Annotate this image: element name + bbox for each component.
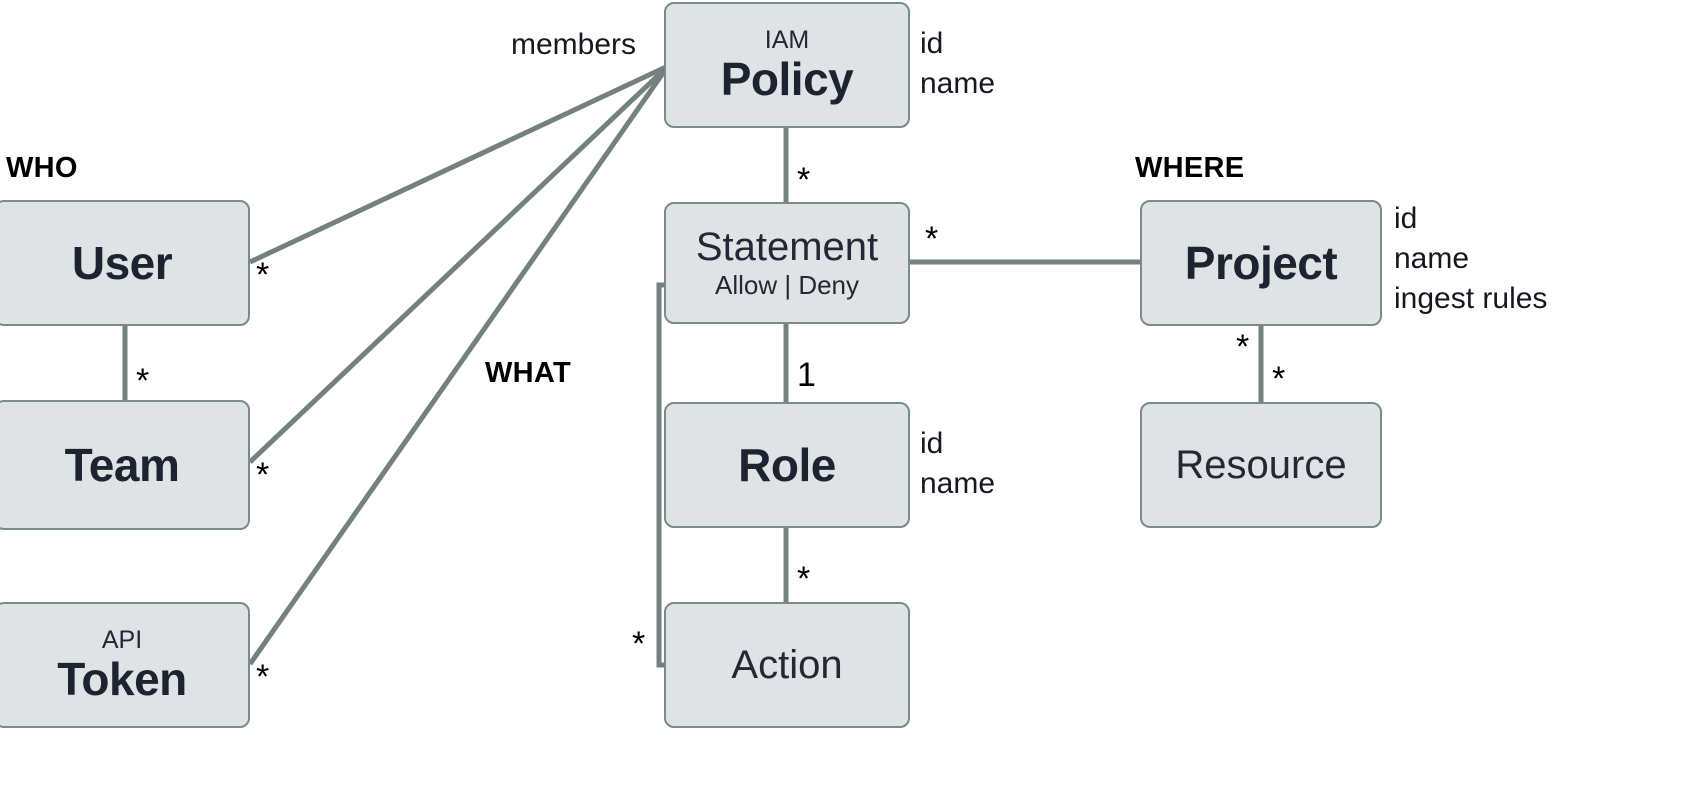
node-role[interactable]: Role	[664, 402, 910, 528]
multiplicity-user-policy: *	[256, 256, 270, 294]
node-action-title: Action	[731, 643, 843, 687]
attrs-role-1: name	[920, 467, 996, 501]
multiplicity-statement-action: *	[632, 625, 646, 663]
attrs-project-2: ingest rules	[1394, 282, 1548, 316]
attrs-project-1: name	[1394, 242, 1470, 276]
attrs-role-0: id	[920, 427, 944, 460]
attrs-project: id name ingest rules	[1394, 199, 1547, 320]
edge-user-policy	[248, 63, 670, 265]
edge-team-policy	[248, 64, 670, 464]
multiplicity-statement-project: *	[925, 220, 939, 258]
multiplicity-user-team: *	[136, 362, 150, 400]
node-statement[interactable]: Statement Allow | Deny	[664, 202, 910, 324]
multiplicity-role-action: *	[797, 560, 811, 598]
group-label-where: WHERE	[1135, 152, 1245, 184]
node-statement-title: Statement	[695, 225, 879, 270]
node-user-title: User	[71, 236, 173, 289]
node-role-title: Role	[738, 438, 836, 491]
node-resource[interactable]: Resource	[1140, 402, 1382, 528]
node-statement-subtitle: Allow | Deny	[714, 270, 860, 301]
attrs-project-0: id	[1394, 202, 1418, 235]
node-team[interactable]: Team	[0, 400, 250, 530]
attrs-policy: id name	[920, 24, 995, 104]
attrs-policy-1: name	[920, 67, 996, 101]
node-project[interactable]: Project	[1140, 200, 1382, 326]
node-iam-policy[interactable]: IAM Policy	[664, 2, 910, 128]
multiplicity-project-resource-bottom: *	[1272, 360, 1286, 398]
multiplicity-token-policy: *	[256, 658, 270, 696]
node-user[interactable]: User	[0, 200, 250, 326]
attrs-policy-0: id	[920, 27, 944, 60]
node-action[interactable]: Action	[664, 602, 910, 728]
node-api-token-title: Token	[57, 652, 187, 705]
node-iam-policy-subtitle: IAM	[764, 25, 810, 54]
node-api-token-subtitle: API	[101, 625, 143, 654]
multiplicity-project-resource-top: *	[1236, 328, 1250, 366]
node-iam-policy-title: Policy	[720, 52, 854, 105]
multiplicity-policy-statement: *	[797, 161, 811, 199]
edge-token-policy	[247, 64, 671, 666]
attrs-role: id name	[920, 424, 995, 504]
multiplicity-team-policy: *	[256, 456, 270, 494]
node-project-title: Project	[1184, 236, 1338, 289]
node-resource-title: Resource	[1175, 443, 1347, 487]
edge-label-members: members	[511, 28, 637, 61]
group-label-who: WHO	[6, 152, 78, 184]
node-team-title: Team	[64, 438, 180, 491]
group-label-what: WHAT	[485, 357, 572, 389]
multiplicity-statement-role: 1	[797, 356, 816, 394]
node-api-token[interactable]: API Token	[0, 602, 250, 728]
